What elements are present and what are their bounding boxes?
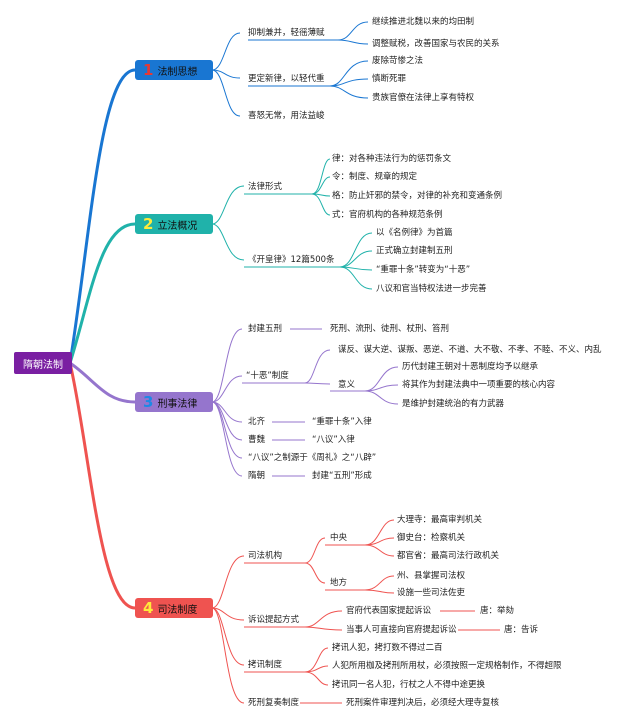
node-b4-b2x[interactable]: 唐：告诉 [504,625,539,635]
node-b3-d[interactable]: 曹魏 [248,435,266,445]
node-b4-d[interactable]: 死刑复奏制度 [248,698,300,708]
node-b3-c[interactable]: 北齐 [248,417,266,427]
node-b1-b[interactable]: 更定新律，以轻代重 [248,74,325,84]
branch-node-2[interactable]: 2 立法概况 [135,214,213,234]
node-b4-a1b[interactable]: 御史台：检察机关 [397,533,466,543]
node-b2-b1[interactable]: 以《名例律》为首篇 [376,228,453,238]
node-b3-d1[interactable]: “八议”入律 [312,435,355,445]
root-node[interactable]: 隋朝法制 [14,352,72,374]
node-b3-c1[interactable]: “重罪十条”入律 [312,417,372,427]
node-b1-a[interactable]: 抑制兼并，轻徭薄赋 [248,28,325,38]
node-b4-a1[interactable]: 中央 [330,533,348,543]
node-b2-a4[interactable]: 式：官府机构的各种规范条例 [332,210,443,220]
node-b3-f1[interactable]: 封建“五刑”形成 [312,471,372,481]
branch-node-3[interactable]: 3 刑事法律 [135,392,213,412]
node-b4-c3[interactable]: 拷讯同一名人犯，行杖之人不得中途更换 [332,680,486,690]
node-b4-d1[interactable]: 死刑案件审理判决后，必须经大理寺复核 [346,698,500,708]
node-b2-b2[interactable]: 正式确立封建制五刑 [376,246,453,256]
node-b4-b2[interactable]: 当事人可直接向官府提起诉讼 [346,625,457,635]
branch-line-4 [68,362,136,610]
branch-4-connectors [211,519,500,704]
node-b3-b2b[interactable]: 将其作为封建法典中一项重要的核心内容 [402,380,556,390]
branch-line-2 [68,222,136,364]
node-b4-b[interactable]: 诉讼提起方式 [248,615,300,625]
branch-1-connectors [211,21,369,117]
node-b4-a2a[interactable]: 州、县掌握司法权 [397,571,466,581]
branch-label-1: 法制思想 [157,66,198,78]
node-b4-b1x[interactable]: 唐：举劾 [480,606,515,616]
node-b2-a3[interactable]: 格：防止奸邪的禁令，对律的补充和变通条例 [332,191,503,201]
branch-line-1 [68,68,136,364]
branch-line-3 [69,361,136,404]
node-b3-e[interactable]: “八议”之制源于《周礼》之“八辟” [248,453,377,463]
node-b3-b2a[interactable]: 历代封建王朝对十恶制度均予以继承 [402,362,539,372]
node-b2-a[interactable]: 法律形式 [248,182,283,192]
branch-label-3: 刑事法律 [157,398,198,410]
node-b4-a1a[interactable]: 大理寺：最高审判机关 [397,515,483,525]
node-b1-a1[interactable]: 继续推进北魏以来的均田制 [372,17,475,27]
node-b3-b2c[interactable]: 是维护封建统治的有力武器 [402,399,505,409]
branch-3-connectors [211,328,399,477]
node-b2-b[interactable]: 《开皇律》12篇500条 [248,255,335,265]
node-b2-a1[interactable]: 律：对各种违法行为的惩罚条文 [332,154,452,164]
node-b3-b[interactable]: “十恶”制度 [246,371,289,381]
node-b4-a[interactable]: 司法机构 [248,551,283,561]
node-b1-b1[interactable]: 废除苛惨之法 [372,56,424,66]
branch-label-2: 立法概况 [157,220,198,232]
node-b2-a2[interactable]: 令：制度、规章的规定 [332,172,418,182]
node-b4-c1[interactable]: 拷讯人犯，拷打数不得过二百 [332,643,443,653]
node-b1-a2[interactable]: 调整赋税，改善国家与农民的关系 [372,39,500,49]
branch-number-3: 3 [143,393,154,411]
node-b3-f[interactable]: 隋朝 [248,471,266,481]
branch-number-1: 1 [143,61,154,79]
node-b4-a2[interactable]: 地方 [330,578,348,588]
node-b2-b4[interactable]: 八议和官当特权法进一步完善 [376,284,487,294]
node-b4-b1[interactable]: 官府代表国家提起诉讼 [346,606,432,616]
node-b1-c[interactable]: 喜怒无常，用法益峻 [248,111,325,121]
node-b1-b3[interactable]: 贵族官僚在法律上享有特权 [372,93,475,103]
node-b3-a[interactable]: 封建五刑 [248,324,283,334]
branch-number-4: 4 [143,599,154,617]
node-b4-a1c[interactable]: 都官省：最高司法行政机关 [397,551,500,561]
node-b1-b2[interactable]: 慎断死罪 [372,74,407,84]
node-b3-b1[interactable]: 谋反、谋大逆、谋叛、恶逆、不道、大不敬、不孝、不睦、不义、内乱 [338,345,602,355]
node-b3-b2[interactable]: 意义 [338,380,356,390]
node-b2-b3[interactable]: “重罪十条”转变为“十恶” [376,265,471,275]
branch-node-4[interactable]: 4 司法制度 [135,598,213,618]
branch-node-1[interactable]: 1 法制思想 [135,60,213,80]
branch-2-connectors [211,158,373,290]
node-b4-c2[interactable]: 人犯所用枷及拷刑所用杖，必须按照一定规格制作，不得超限 [332,661,562,671]
branch-number-2: 2 [143,215,154,233]
node-b4-c[interactable]: 拷讯制度 [248,660,283,670]
branch-label-4: 司法制度 [157,604,198,616]
node-b4-a2b[interactable]: 设施一些司法佐吏 [397,588,466,598]
node-b3-a1[interactable]: 死刑、流刑、徒刑、杖刑、笞刑 [330,324,450,334]
